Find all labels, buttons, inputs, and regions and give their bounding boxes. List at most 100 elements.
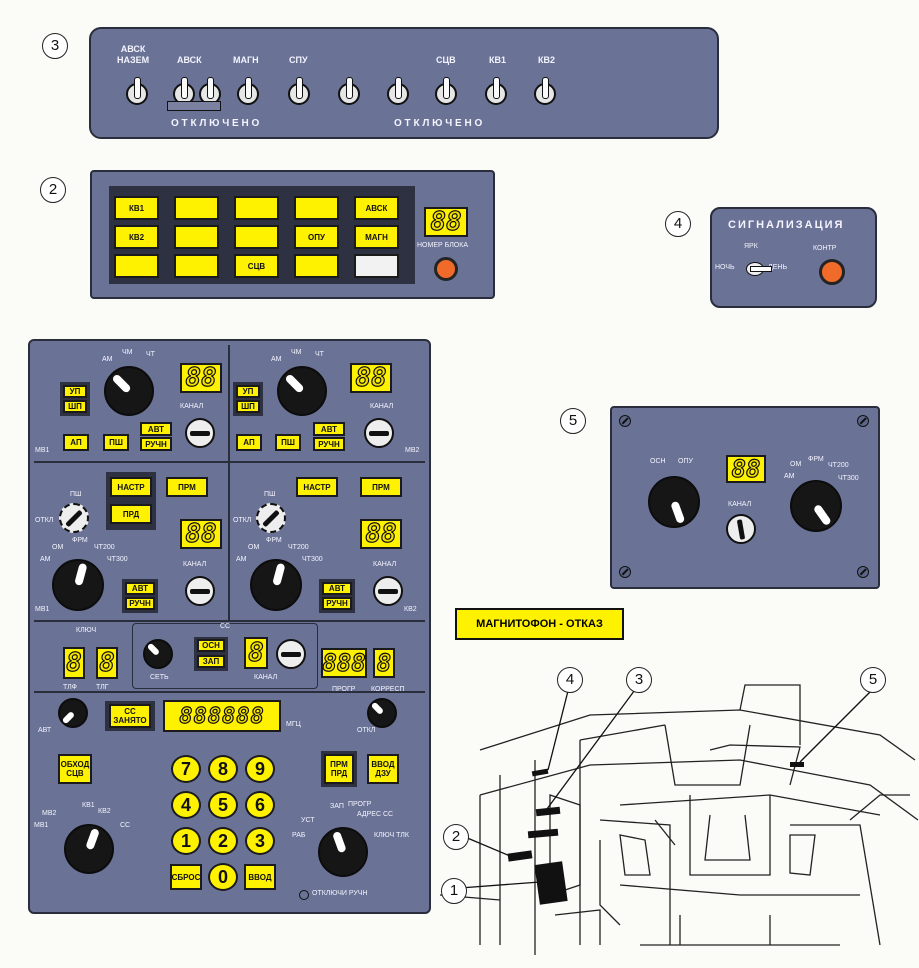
knob-klyuch[interactable]	[58, 698, 88, 728]
knob-kv1-mode[interactable]	[52, 559, 104, 611]
knob-mv2-mode[interactable]	[277, 366, 327, 416]
label-avsk-nazem: АВСК НАЗЕМ	[117, 44, 150, 65]
knob-mv1-mode[interactable]	[104, 366, 154, 416]
toggle-spare-2[interactable]	[387, 77, 409, 105]
btn-cc-osn[interactable]: ОСН	[197, 639, 225, 652]
button-kontr[interactable]	[819, 259, 845, 285]
toggle-kv1[interactable]	[485, 77, 507, 105]
knob-osn-opu[interactable]	[648, 476, 700, 528]
keypad-key[interactable]: 4	[171, 791, 201, 819]
knob-mv1-channel[interactable]	[185, 418, 215, 448]
btn-mv1-up[interactable]: УП	[63, 385, 87, 398]
knob-set[interactable]	[143, 639, 173, 669]
btn-kv1-avt[interactable]: АВТ	[125, 582, 155, 595]
label-klyuch-tlk: КЛЮЧ ТЛК	[374, 832, 409, 839]
toggle-avsk-nazem[interactable]	[126, 77, 148, 105]
label-kv2-name: КВ2	[404, 606, 417, 613]
knob-source-select[interactable]	[64, 824, 114, 874]
btn-vvod[interactable]: ВВОД	[244, 864, 276, 890]
label-mv2: МВ2	[405, 447, 420, 454]
toggle-spu[interactable]	[288, 77, 310, 105]
knob-kv1-psh[interactable]	[59, 503, 89, 533]
ind-opu: ОПУ	[294, 225, 339, 249]
label-kv2: КВ2	[538, 55, 555, 65]
ind-blank-7	[294, 196, 339, 220]
label-zap: ЗАП	[330, 803, 344, 810]
display-kv2: 88	[360, 518, 402, 550]
toggle-kv2[interactable]	[534, 77, 556, 105]
btn-mv1-avt[interactable]: АВТ	[140, 422, 172, 436]
label-cht300: ЧТ300	[107, 556, 128, 563]
btn-prm-prd[interactable]: ПРМ ПРД	[324, 754, 354, 784]
toggle-scv[interactable]	[435, 77, 457, 105]
knob-kv2-channel[interactable]	[373, 576, 403, 606]
btn-kv2-nastr[interactable]: НАСТР	[296, 477, 338, 497]
keypad-key[interactable]: 9	[245, 755, 275, 783]
knob-channel-5[interactable]	[726, 514, 756, 544]
divider	[228, 345, 230, 620]
btn-mv1-ap[interactable]: АП	[63, 434, 89, 451]
btn-kv1-prd[interactable]: ПРД	[110, 504, 152, 524]
knob-kv2-mode[interactable]	[250, 559, 302, 611]
keypad-key[interactable]: 3	[245, 827, 275, 855]
knob-progr[interactable]	[367, 698, 397, 728]
knob-mode-5[interactable]	[790, 480, 842, 532]
label-yark: ЯРК	[744, 243, 758, 250]
keypad-key[interactable]: 8	[208, 755, 238, 783]
btn-cc-zap[interactable]: ЗАП	[197, 655, 225, 668]
keypad-key[interactable]: 6	[245, 791, 275, 819]
btn-sbros[interactable]: СБРОС	[170, 864, 202, 890]
btn-obhod-scv[interactable]: ОБХОД СЦВ	[58, 754, 92, 784]
btn-mv2-psh[interactable]: ПШ	[275, 434, 301, 451]
btn-cc-zanyato[interactable]: СС ЗАНЯТО	[109, 704, 151, 728]
keypad-key[interactable]: 2	[208, 827, 238, 855]
btn-mv2-ruchn[interactable]: РУЧН	[313, 437, 345, 451]
keypad-key[interactable]: 7	[171, 755, 201, 783]
label-adres-cc: АДРЕС СС	[357, 811, 394, 818]
btn-mv2-avt[interactable]: АВТ	[313, 422, 345, 436]
btn-mv2-shp[interactable]: ШП	[236, 400, 260, 413]
btn-mv1-ruchn[interactable]: РУЧН	[140, 437, 172, 451]
btn-kv1-prm[interactable]: ПРМ	[166, 477, 208, 497]
btn-mv1-psh[interactable]: ПШ	[103, 434, 129, 451]
keypad-key[interactable]: 5	[208, 791, 238, 819]
label-cht: ЧТ	[146, 351, 155, 358]
btn-kv2-avt[interactable]: АВТ	[322, 582, 352, 595]
toggle-magn[interactable]	[237, 77, 259, 105]
toggle-spare-1[interactable]	[338, 77, 360, 105]
label-opu: ОПУ	[678, 458, 693, 465]
btn-mv2-ap[interactable]: АП	[236, 434, 262, 451]
ind-blank-8	[294, 254, 339, 278]
btn-kv1-ruchn[interactable]: РУЧН	[125, 597, 155, 610]
label-cht300: ЧТ300	[302, 556, 323, 563]
cockpit-callout-5: 5	[860, 667, 886, 693]
knob-mode-right[interactable]	[318, 827, 368, 877]
btn-mv1-shp[interactable]: ШП	[63, 400, 87, 413]
screw-icon	[857, 566, 869, 578]
knob-cc-channel[interactable]	[276, 639, 306, 669]
label-rab: РАБ	[292, 832, 306, 839]
label-otkl-ruchn: ОТКЛЮЧИ РУЧН	[312, 890, 368, 897]
display-tlg: 8	[96, 647, 118, 679]
btn-zero[interactable]: 0	[208, 863, 238, 891]
keypad-key[interactable]: 1	[171, 827, 201, 855]
ind-blank-1	[114, 254, 159, 278]
ind-blank-3	[174, 225, 219, 249]
toggle-avsk-2[interactable]	[199, 77, 221, 105]
label-cht200: ЧТ200	[828, 462, 849, 469]
label-kanal-mv2: КАНАЛ	[370, 403, 394, 410]
display-korresp: 8	[373, 648, 395, 678]
knob-kv1-channel[interactable]	[185, 576, 215, 606]
label-kv1: КВ1	[489, 55, 506, 65]
button-nomer-bloka[interactable]	[434, 257, 458, 281]
indicator-lamp	[299, 890, 309, 900]
btn-mv2-up[interactable]: УП	[236, 385, 260, 398]
knob-kv2-psh[interactable]	[256, 503, 286, 533]
btn-kv2-ruchn[interactable]: РУЧН	[322, 597, 352, 610]
knob-mv2-channel[interactable]	[364, 418, 394, 448]
display-mgc: 888888	[163, 700, 281, 732]
btn-kv2-prm[interactable]: ПРМ	[360, 477, 402, 497]
ind-blank-4	[174, 254, 219, 278]
btn-kv1-nastr[interactable]: НАСТР	[110, 477, 152, 497]
btn-vvod-dzu[interactable]: ВВОД ДЗУ	[367, 754, 399, 784]
